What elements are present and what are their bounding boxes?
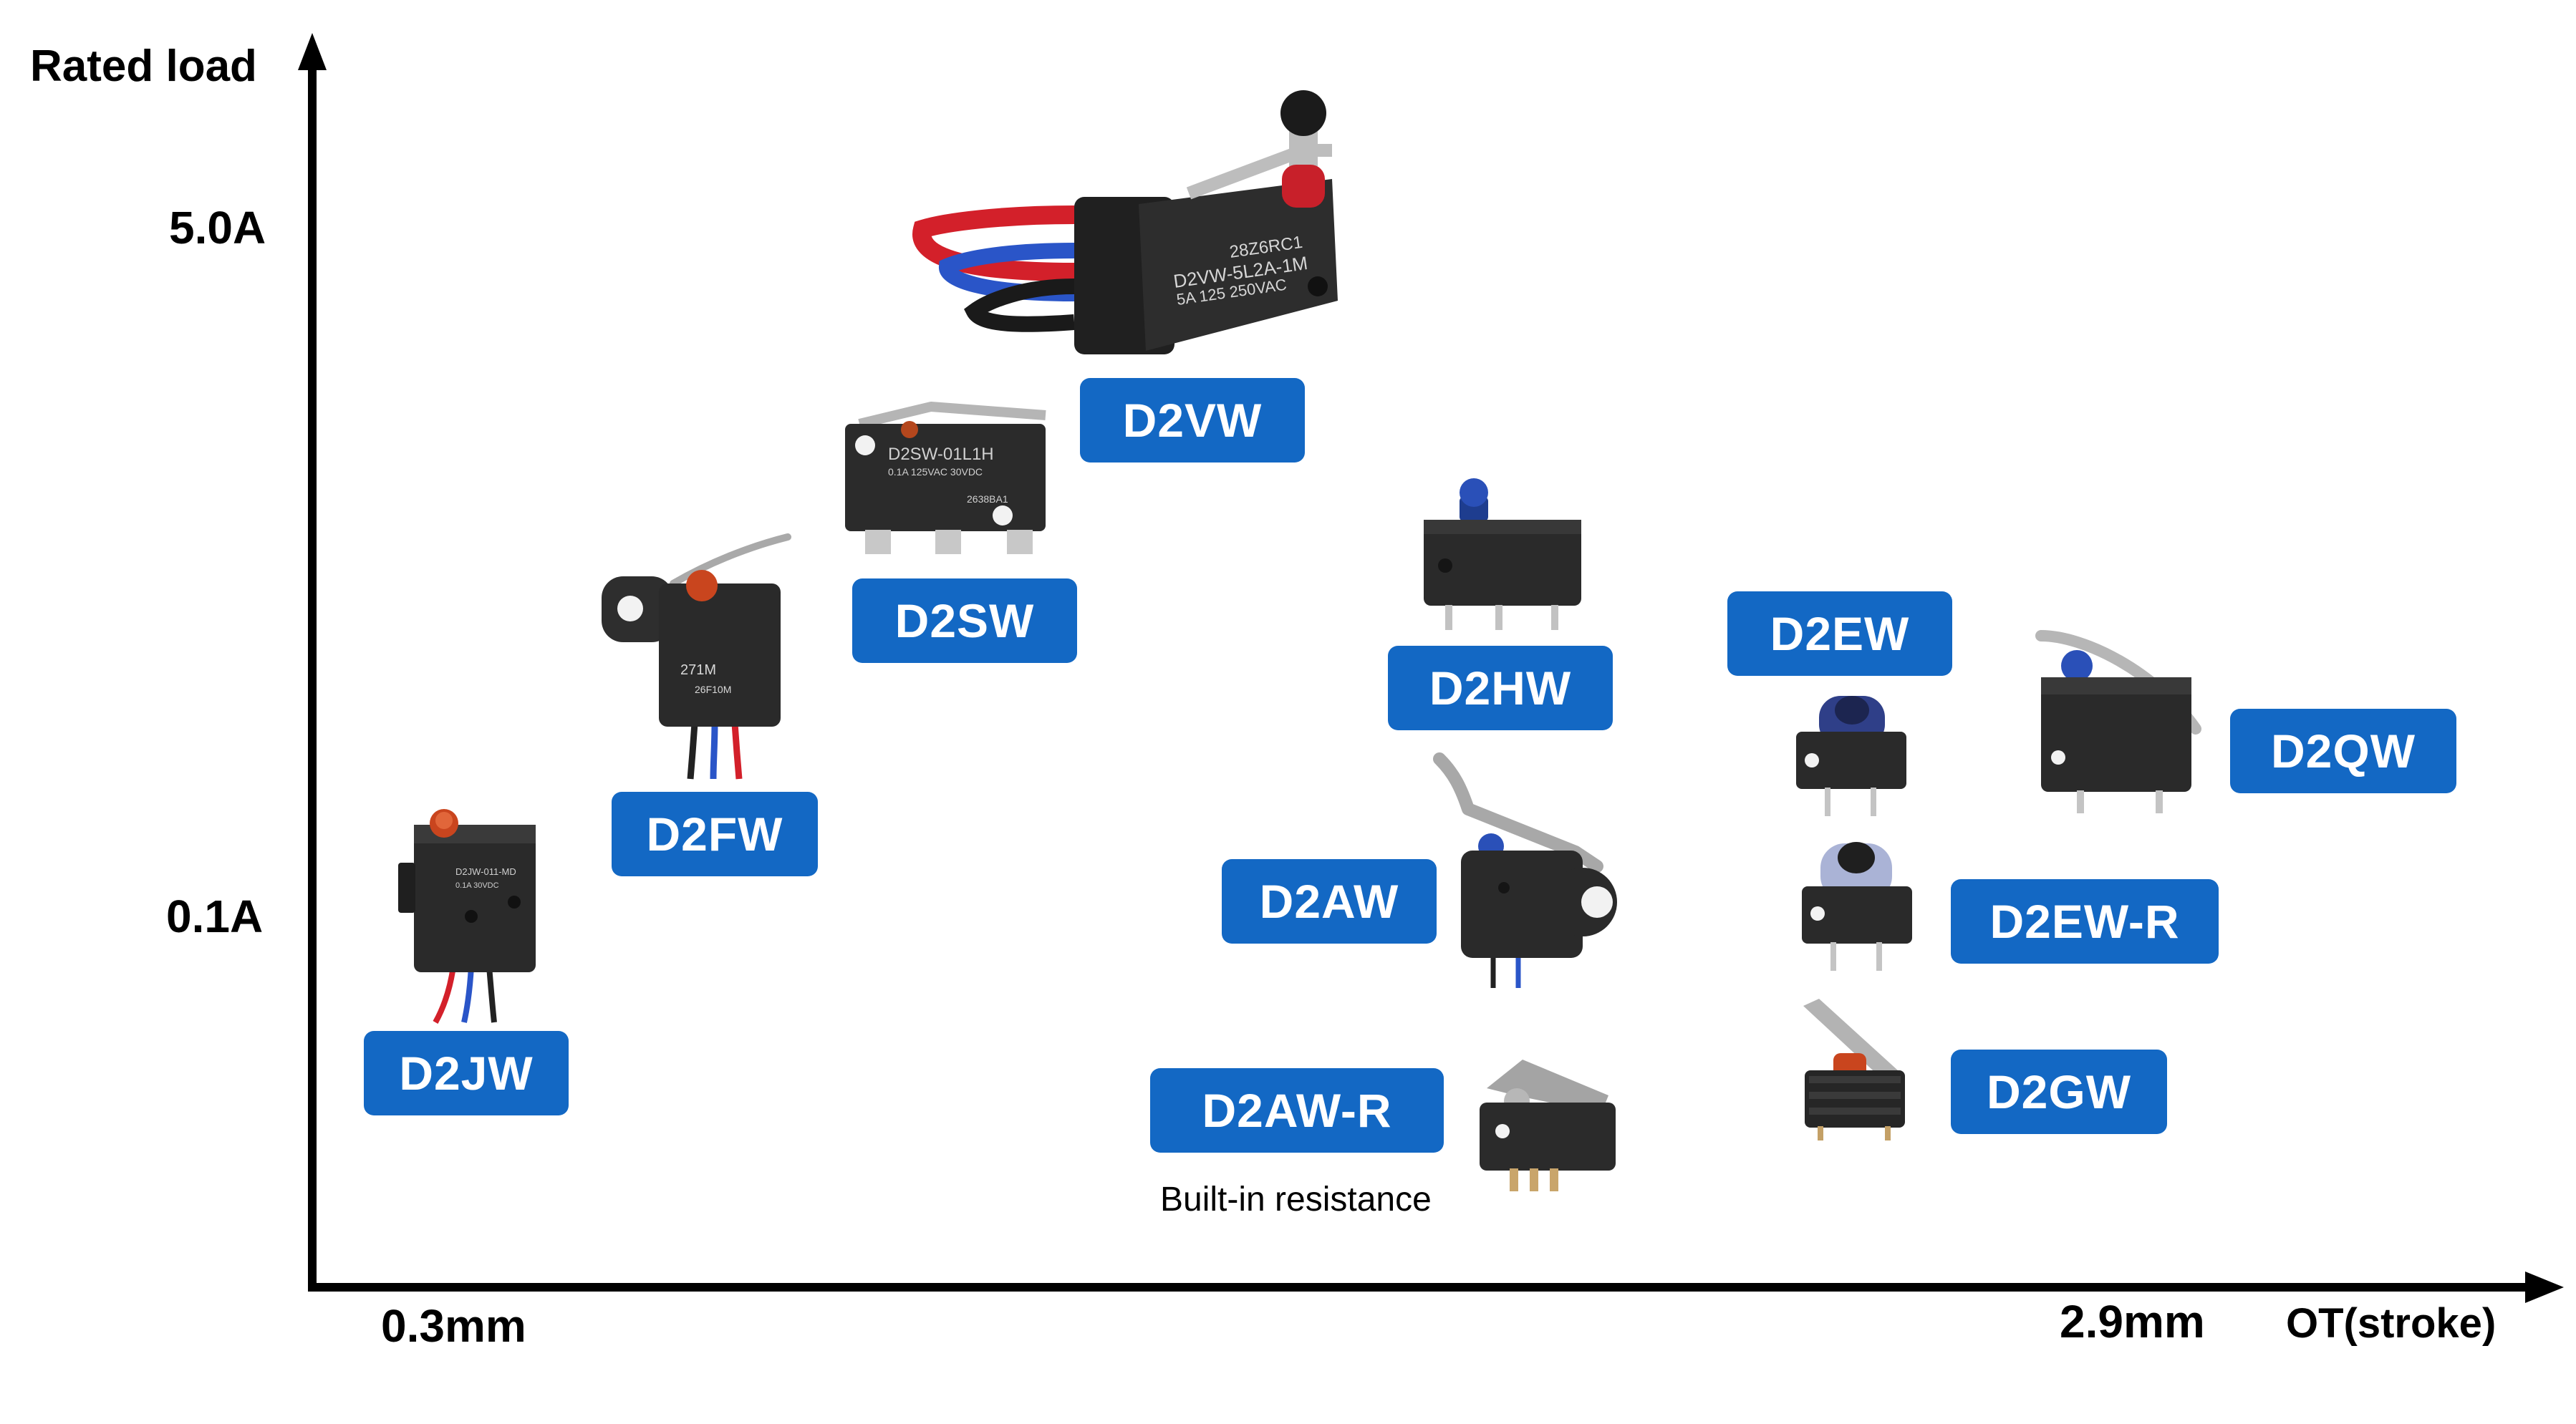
product-note-d2aw-r: Built-in resistance: [1160, 1181, 1432, 1219]
product-label-d2ew-r: D2EW-R: [1951, 879, 2219, 964]
d2sw-marking-model: D2SW-01L1H: [888, 445, 994, 464]
d2fw-marking-code: 26F10M: [695, 684, 731, 695]
d2qw-switch-image: [2035, 630, 2201, 813]
product-label-d2ew: D2EW: [1727, 591, 1952, 676]
x-tick-0-3mm: 0.3mm: [381, 1300, 526, 1352]
product-label-d2hw: D2HW: [1388, 646, 1613, 730]
x-tick-2-9mm: 2.9mm: [2060, 1296, 2205, 1347]
product-label-d2sw: D2SW: [852, 578, 1077, 663]
d2aw-r-switch-image: [1480, 1060, 1616, 1191]
y-axis-label: Rated load: [30, 42, 257, 91]
product-label-d2vw: D2VW: [1080, 378, 1305, 462]
d2sw-marking-rating: 0.1A 125VAC 30VDC: [888, 466, 983, 478]
d2vw-switch-image: 28Z6RC1 D2VW-5L2A-1M 5A 125 250VAC: [912, 90, 1338, 354]
d2aw-switch-image: [1433, 752, 1617, 988]
d2sw-marking-lot: 2638BA1: [967, 493, 1008, 505]
product-label-d2qw: D2QW: [2230, 709, 2456, 793]
d2sw-switch-image: D2SW-01L1H 0.1A 125VAC 30VDC 2638BA1: [845, 402, 1046, 554]
x-axis-arrow: [2525, 1272, 2564, 1303]
product-label-d2fw: D2FW: [612, 792, 818, 876]
y-tick-0-1a: 0.1A: [166, 891, 264, 942]
d2jw-marking-rating: 0.1A 30VDC: [455, 881, 499, 890]
d2gw-switch-image: [1803, 999, 1905, 1140]
d2ew-r-switch-image: [1802, 842, 1912, 971]
d2jw-marking-model: D2JW-011-MD: [455, 866, 516, 877]
d2jw-switch-image: D2JW-011-MD 0.1A 30VDC: [398, 809, 536, 1024]
y-axis-arrow: [298, 33, 327, 70]
x-axis-label: OT(stroke): [2286, 1300, 2497, 1347]
d2ew-switch-image: [1796, 696, 1906, 816]
y-tick-5a: 5.0A: [169, 202, 266, 253]
d2hw-switch-image: [1424, 478, 1581, 630]
product-label-d2aw: D2AW: [1222, 859, 1437, 944]
product-label-d2aw-r: D2AW-R: [1150, 1068, 1444, 1153]
product-label-d2jw: D2JW: [364, 1031, 569, 1115]
d2fw-switch-image: 271M 26F10M: [602, 533, 791, 780]
product-label-d2gw: D2GW: [1951, 1050, 2167, 1134]
d2fw-marking-lot: 271M: [680, 662, 716, 678]
